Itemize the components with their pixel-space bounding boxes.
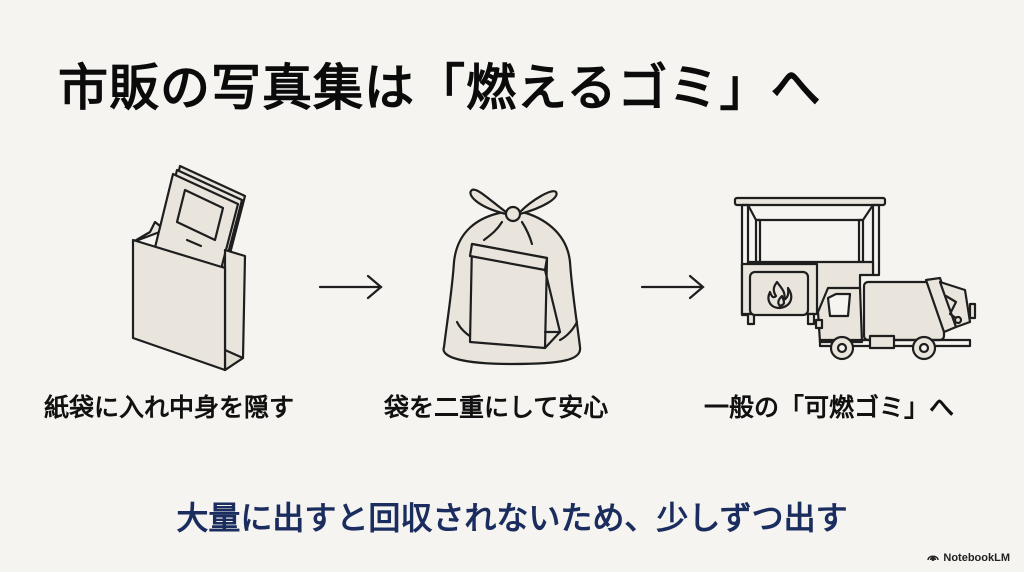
step-3-label: 一般の「可燃ゴミ」へ (704, 393, 955, 422)
step-1-label: 紙袋に入れ中身を隠す (44, 393, 295, 422)
brand-label: NotebookLM (943, 552, 1010, 564)
arrow-right-icon (318, 272, 384, 306)
note-text: 大量に出すと回収されないため、少しずつ出す (176, 499, 848, 537)
arrow-right-icon (640, 272, 706, 306)
brand-watermark: NotebookLM (927, 552, 1010, 564)
step-2-label: 袋を二重にして安心 (384, 393, 609, 422)
notebooklm-logo-icon (927, 552, 940, 564)
tied-garbage-bag-icon (432, 182, 592, 372)
garbage-station-truck-icon (730, 192, 980, 367)
slide-title: 市販の写真集は「燃えるゴミ」へ (58, 59, 822, 117)
paper-bag-with-photobook-icon (125, 160, 265, 375)
